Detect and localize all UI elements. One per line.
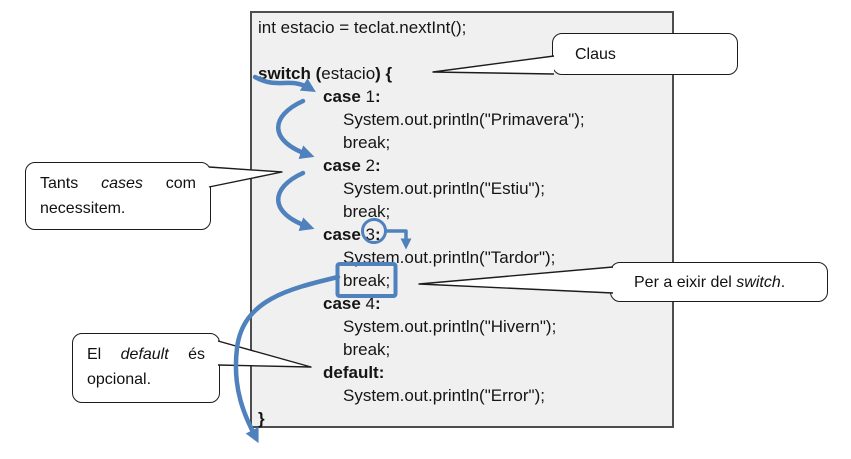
text-segment: Claus — [575, 45, 616, 63]
text-segment: El — [87, 346, 121, 363]
code-line: System.out.println("Error"); — [252, 384, 672, 407]
text-segment: case — [323, 225, 366, 244]
text-segment: break; — [343, 133, 391, 152]
text-segment: com — [142, 175, 196, 192]
text-segment: 4 — [365, 294, 376, 313]
text-segment: default — [120, 346, 169, 363]
text-segment: case — [323, 294, 366, 313]
code-line: System.out.println("Hivern"); — [252, 315, 672, 338]
text-segment: System.out.println("Estiu"); — [343, 179, 545, 198]
text-segment: break; — [343, 340, 391, 359]
text-segment: : — [375, 225, 381, 244]
code-line: System.out.println("Primavera"); — [252, 108, 672, 131]
callout-text-line: necessitem. — [40, 196, 196, 221]
code-line: case 4: — [252, 292, 672, 315]
callout-tants-cases: Tants cases com necessitem. — [25, 162, 211, 230]
code-line: break; — [252, 200, 672, 223]
code-line: System.out.println("Estiu"); — [252, 177, 672, 200]
code-line: case 3: — [252, 223, 672, 246]
code-lines: int estacio = teclat.nextInt(); switch (e… — [252, 16, 672, 430]
code-line: } — [252, 407, 672, 430]
text-segment: ) { — [375, 64, 393, 83]
text-segment: és — [168, 346, 205, 363]
text-segment: default: — [323, 363, 385, 382]
text-segment: cases — [101, 175, 143, 192]
text-segment: } — [258, 409, 265, 428]
text-segment: switch ( — [258, 64, 322, 83]
text-segment: opcional. — [87, 371, 152, 388]
code-line: break; — [252, 338, 672, 361]
text-segment: System.out.println("Hivern"); — [343, 317, 557, 336]
text-segment: : — [375, 156, 381, 175]
text-segment: System.out.println("Primavera"); — [343, 110, 585, 129]
text-segment: switch — [736, 273, 781, 291]
text-segment: estacio — [321, 64, 376, 83]
text-segment: System.out.println("Tardor"); — [343, 248, 556, 267]
text-segment: 2 — [365, 156, 376, 175]
callout-default-opcional: El default és opcional. — [72, 333, 220, 403]
callout-text-line: El default és — [87, 342, 205, 367]
callout-per-a-eixir: Per a eixir del switch. — [610, 262, 828, 302]
text-segment: necessitem. — [40, 200, 126, 217]
code-line: default: — [252, 361, 672, 384]
text-segment: System.out.println("Error"); — [343, 386, 545, 405]
callout-text-line: Claus — [575, 42, 616, 67]
text-segment: Per a eixir del — [634, 273, 737, 291]
code-line: int estacio = teclat.nextInt(); — [252, 16, 672, 39]
text-segment: Tants — [40, 175, 102, 192]
text-segment: : — [375, 294, 381, 313]
text-segment: . — [780, 273, 786, 291]
text-segment: 3 — [365, 225, 376, 244]
code-line: break; — [252, 131, 672, 154]
text-segment: case — [323, 156, 366, 175]
code-line: System.out.println("Tardor"); — [252, 246, 672, 269]
callout-text-line: Tants cases com — [40, 171, 196, 196]
callout-claus: Claus — [552, 33, 738, 75]
callout-text-line: Per a eixir del switch. — [634, 270, 785, 295]
code-line: break; — [252, 269, 672, 292]
text-segment: int estacio = teclat.nextInt(); — [258, 18, 467, 37]
code-line: case 1: — [252, 85, 672, 108]
code-line: case 2: — [252, 154, 672, 177]
text-segment: case — [323, 87, 366, 106]
text-segment: break; — [343, 271, 391, 290]
text-segment: : — [375, 87, 381, 106]
callout-text-line: opcional. — [87, 367, 205, 392]
text-segment: break; — [343, 202, 391, 221]
text-segment: 1 — [365, 87, 376, 106]
